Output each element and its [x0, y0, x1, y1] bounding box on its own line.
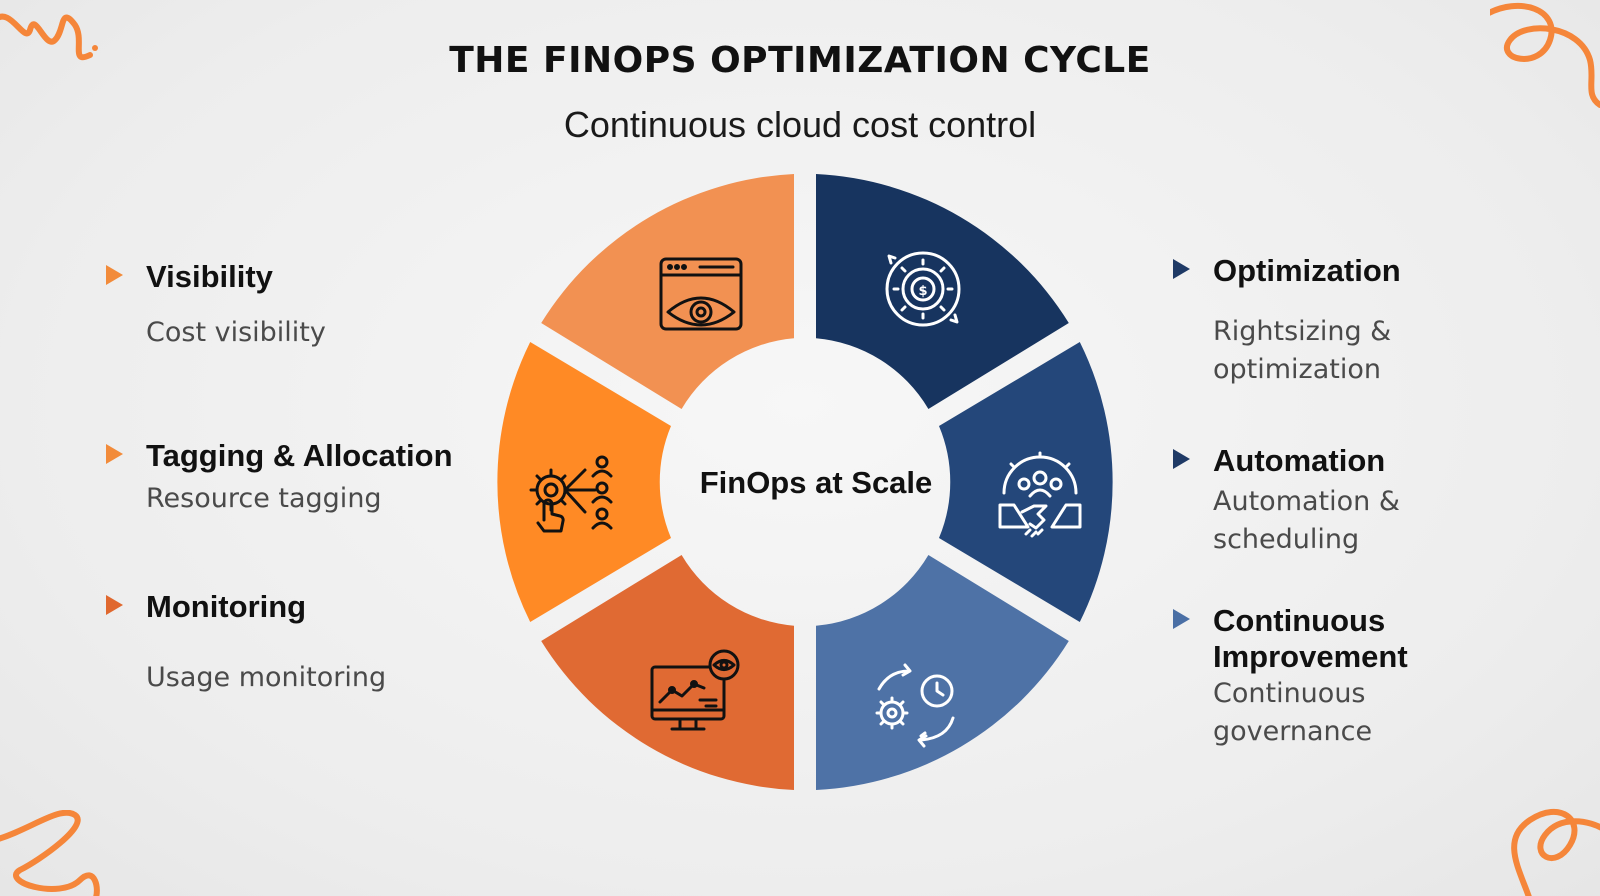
- segment-visibility: [541, 174, 794, 409]
- monitor-chart-eye-icon: [650, 649, 740, 731]
- browser-eye-icon: [659, 257, 743, 331]
- item-description: Automation & scheduling: [1213, 486, 1400, 555]
- item-description: Resource tagging: [146, 483, 382, 514]
- item-description: Rightsizing & optimization: [1213, 316, 1392, 385]
- gear-dollar-cycle-icon: $: [885, 251, 961, 327]
- item-heading: Tagging & Allocation: [146, 438, 453, 473]
- bullet-arrow-icon: [106, 444, 123, 464]
- gear-users-hierarchy-icon: [529, 455, 613, 533]
- team-handshake-icon: [998, 451, 1082, 538]
- center-label: FinOps at Scale: [699, 465, 933, 500]
- segment-monitoring: [541, 555, 794, 790]
- item-heading: Automation: [1213, 443, 1386, 478]
- corner-squiggle-bottom-left: [0, 810, 100, 896]
- corner-squiggle-top-right: [1490, 3, 1600, 108]
- page-title: THE FINOPS OPTIMIZATION CYCLE: [449, 40, 1151, 81]
- segment-improvement: [816, 555, 1069, 790]
- segment-automation: [939, 342, 1113, 622]
- bullet-arrow-icon: [106, 265, 123, 285]
- corner-squiggle-top-left: [0, 13, 98, 61]
- item-heading: Visibility: [146, 259, 273, 294]
- bullet-arrow-icon: [106, 595, 123, 615]
- bullet-arrow-icon: [1173, 259, 1190, 279]
- item-description: Usage monitoring: [146, 662, 387, 693]
- item-heading: Monitoring: [146, 589, 307, 624]
- item-heading: Optimization: [1213, 253, 1401, 288]
- item-heading: Continuous Improvement: [1213, 603, 1408, 674]
- bullet-arrow-icon: [1173, 449, 1190, 469]
- bullet-arrow-icon: [1173, 609, 1190, 629]
- gear-clock-cycle-icon: [875, 663, 955, 748]
- corner-squiggle-bottom-right: [1511, 808, 1600, 896]
- page-subtitle: Continuous cloud cost control: [563, 104, 1037, 145]
- item-description: Continuous governance: [1213, 678, 1373, 747]
- item-description: Cost visibility: [146, 317, 326, 348]
- segment-tagging: [497, 342, 671, 622]
- svg-text:$: $: [918, 284, 927, 299]
